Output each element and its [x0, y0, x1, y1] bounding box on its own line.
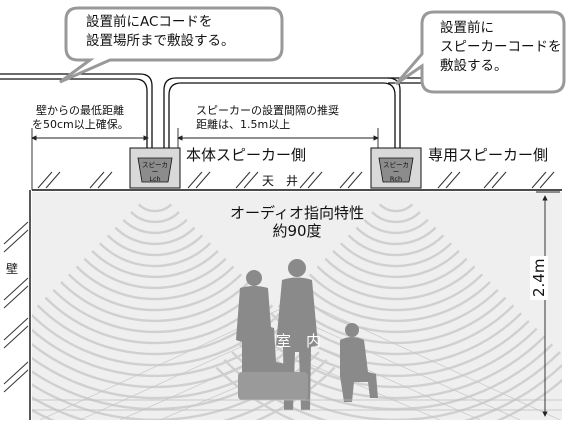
sound-wave-arc: [106, 234, 204, 257]
sound-wave-arc: [293, 288, 499, 334]
sound-wave-arc: [75, 265, 235, 301]
sound-wave-arc: [332, 250, 460, 279]
sound-wave-arc: [324, 257, 468, 290]
callout-right-line2: スピーカーコードを: [440, 39, 562, 55]
sound-wave-arc: [215, 366, 562, 420]
speaker-right-line2: Rch: [389, 175, 403, 184]
directivity-label-line2: 約90度: [272, 222, 322, 240]
callout-left-line2: 設置場所まで敷設する。: [86, 33, 235, 49]
ceiling-label: 天 井: [262, 174, 299, 188]
speaker-left-label: スピーカー Lch: [140, 161, 170, 184]
sound-wave-arc: [67, 273, 243, 312]
dimension-lines: [31, 128, 560, 417]
speaker-right-line1: スピーカー: [383, 161, 409, 177]
sound-wave-arc: [122, 218, 188, 235]
callout-left-line1: 設置前にACコードを: [86, 14, 213, 30]
spacing-note-line1: スピーカーの設置間隔の推奨: [196, 104, 339, 117]
wall-distance-note-line2: を50cm以上確保。: [32, 118, 129, 131]
sound-wave-arc: [308, 273, 484, 312]
wall-hatch: [3, 221, 29, 393]
speaker-left-line2: Lch: [149, 175, 161, 184]
spacing-note-line2: 距離は、1.5m以上: [196, 118, 291, 131]
sound-wave-arc: [355, 226, 437, 246]
sound-wave-arc: [347, 234, 445, 257]
room-label: 室 内: [276, 332, 322, 350]
directivity-label-line1: オーディオ指向特性: [230, 204, 364, 222]
speaker-right-label: スピーカー Rch: [381, 161, 411, 184]
ceiling-hatch: [37, 171, 555, 189]
callout-right-line1: 設置前に: [440, 20, 494, 36]
height-label: 2.4m: [530, 255, 548, 300]
sound-wave-arc: [91, 250, 219, 279]
sound-wave-arc: [98, 242, 212, 268]
callout-left-bubble: [59, 6, 284, 84]
wall-distance-note-line1: 壁からの最低距離: [36, 104, 124, 117]
floor-grid: [32, 399, 562, 411]
sound-wave-arc: [316, 265, 476, 301]
sound-wave-arc: [378, 203, 414, 213]
speaker-right-box: [370, 147, 422, 189]
people-silhouettes: [236, 259, 378, 410]
sound-wave-arc: [363, 218, 429, 235]
dedicated-speaker-label: 専用スピーカー側: [428, 146, 549, 164]
sound-wave-arc: [52, 288, 258, 334]
sound-wave-arc: [137, 203, 173, 213]
callout-right-line3: 敷設する。: [440, 58, 508, 74]
main-speaker-label: 本体スピーカー側: [186, 146, 307, 164]
speaker-left-line1: スピーカー: [142, 161, 168, 177]
callout-right-bubble: [394, 10, 566, 94]
wall-label: 壁: [6, 262, 19, 276]
sound-wave-arc: [83, 257, 227, 290]
sound-wave-arc: [114, 226, 196, 246]
sound-wave-arc: [130, 211, 180, 224]
sound-wave-arc: [339, 242, 453, 268]
sound-wave-arc: [60, 281, 250, 323]
sound-wave-arc: [301, 281, 491, 323]
speaker-left-box: [129, 147, 181, 189]
sound-wave-arc: [371, 211, 421, 224]
